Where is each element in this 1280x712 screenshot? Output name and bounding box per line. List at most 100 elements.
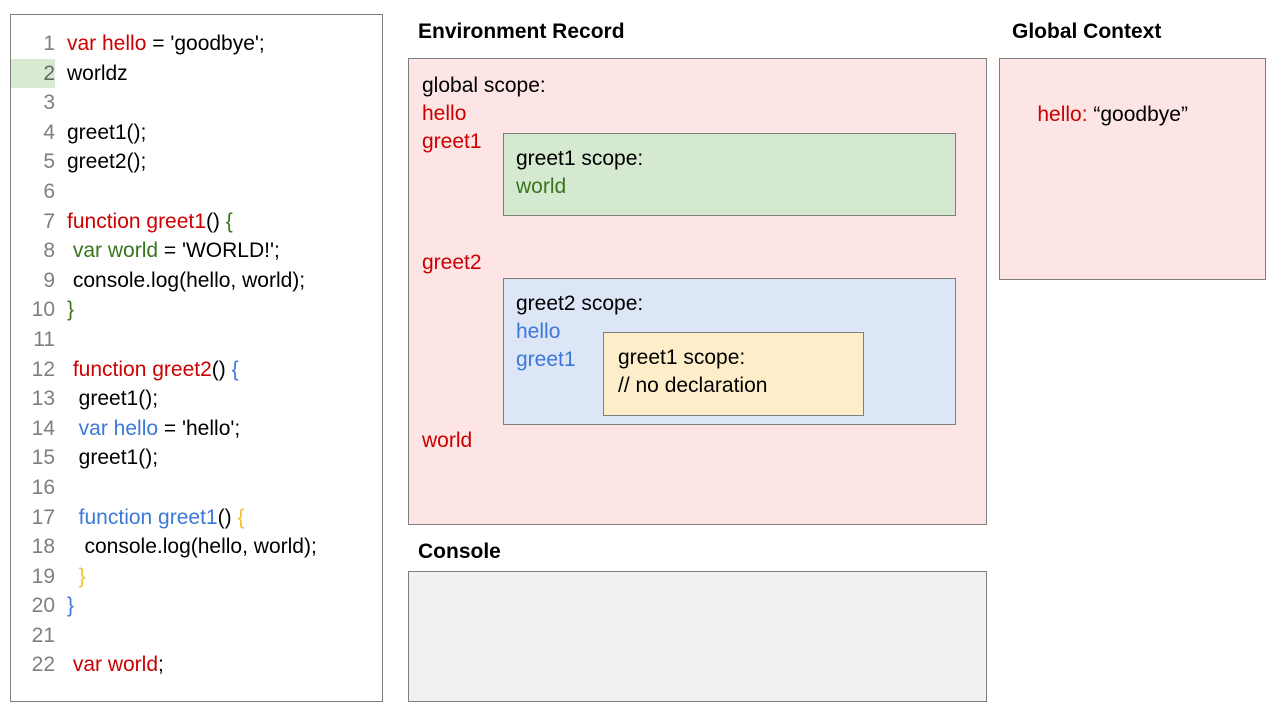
global-context-entry: hello: “goodbye” — [1014, 73, 1188, 157]
global-context-entry-value: “goodbye” — [1087, 103, 1188, 126]
code-line-text: function greet1() { — [55, 503, 245, 533]
code-line-text: var world; — [55, 650, 164, 680]
code-line[interactable]: 15 greet1(); — [11, 443, 382, 473]
code-line-number: 13 — [31, 387, 55, 411]
code-line-number: 20 — [31, 594, 55, 618]
code-line-number: 12 — [31, 357, 55, 381]
code-line-number: 17 — [31, 505, 55, 529]
code-token: = 'WORLD!'; — [158, 239, 280, 263]
code-token: () — [217, 505, 238, 529]
code-line-number: 19 — [31, 564, 55, 588]
code-token: var world — [67, 653, 159, 677]
code-line-text: greet1(); — [55, 118, 146, 148]
code-token: function greet1 — [78, 505, 218, 529]
code-token: () — [205, 209, 226, 233]
code-line-number: 11 — [33, 327, 55, 351]
code-line-number: 9 — [43, 268, 55, 292]
code-line[interactable]: 6 — [11, 177, 382, 207]
code-line-number: 15 — [31, 446, 55, 470]
code-line[interactable]: 22 var world; — [11, 650, 382, 680]
code-line[interactable]: 13 greet1(); — [11, 384, 382, 414]
code-line[interactable]: 16 — [11, 473, 382, 503]
global-scope-var-greet1: greet1 — [422, 130, 482, 153]
code-token: () — [211, 357, 232, 381]
code-token: greet1(); — [67, 387, 159, 411]
code-line-text: } — [55, 562, 86, 592]
code-token: function greet1 — [67, 209, 206, 233]
code-line[interactable]: 21 — [11, 621, 382, 651]
greet1-scope-box: greet1 scope: world — [503, 133, 956, 216]
code-line-text: var hello = 'goodbye'; — [55, 29, 265, 59]
code-line-text: greet1(); — [55, 443, 158, 473]
code-token: } — [78, 564, 86, 588]
global-context-entry-key: hello: — [1037, 103, 1088, 126]
greet2-scope-header: greet2 scope: — [516, 292, 644, 315]
code-token: function greet2 — [67, 357, 212, 381]
code-token: greet2(); — [67, 150, 147, 174]
code-token: } — [67, 298, 75, 322]
code-line-number: 8 — [43, 239, 55, 263]
code-line-text: var hello = 'hello'; — [55, 414, 241, 444]
code-token: = 'goodbye'; — [146, 32, 265, 55]
code-token: var hello — [78, 416, 159, 440]
console-output-box[interactable] — [408, 571, 987, 702]
code-line-text: function greet1() { — [55, 207, 233, 237]
code-line-text: } — [55, 591, 74, 621]
code-line-number: 6 — [43, 179, 55, 203]
code-token: { — [225, 209, 233, 233]
global-scope-var-hello: hello — [422, 102, 467, 125]
code-token: var hello — [67, 32, 147, 55]
code-line[interactable]: 5 greet2(); — [11, 147, 382, 177]
code-line[interactable]: 18 console.log(hello, world); — [11, 532, 382, 562]
code-token: { — [237, 505, 245, 529]
greet1-scope-var-world: world — [516, 175, 567, 198]
code-line-number: 16 — [31, 475, 55, 499]
greet1-inner-scope-box: greet1 scope: // no declaration — [603, 332, 864, 416]
code-line-text: greet1(); — [55, 384, 158, 414]
code-line-text: greet2(); — [55, 147, 146, 177]
global-scope-header: global scope: — [422, 74, 546, 97]
code-line[interactable]: 14 var hello = 'hello'; — [11, 414, 382, 444]
global-scope-var-world: world — [422, 429, 473, 452]
code-line[interactable]: 19 } — [11, 562, 382, 592]
greet2-scope-var-greet1: greet1 — [516, 348, 576, 371]
code-line[interactable]: 12 function greet2() { — [11, 355, 382, 385]
greet1-scope-header: greet1 scope: — [516, 147, 644, 170]
code-line[interactable]: 10} — [11, 295, 382, 325]
code-line[interactable]: 9 console.log(hello, world); — [11, 266, 382, 296]
code-line-number: 1 — [43, 32, 55, 55]
code-token: var world — [72, 239, 159, 263]
code-line[interactable]: 3 — [11, 88, 382, 118]
code-line[interactable]: 8 var world = 'WORLD!'; — [11, 236, 382, 266]
code-line-number: 3 — [43, 91, 55, 115]
global-scope-var-greet2: greet2 — [422, 251, 482, 274]
code-line[interactable]: 11 — [11, 325, 382, 355]
console-title: Console — [418, 540, 501, 563]
environment-record-title: Environment Record — [418, 20, 625, 43]
code-token: } — [67, 594, 75, 618]
code-token: greet1(); — [67, 446, 159, 470]
code-line-text: worldz — [55, 59, 128, 89]
code-line-number: 18 — [31, 535, 55, 559]
greet1-inner-scope-comment: // no declaration — [618, 374, 768, 397]
code-line[interactable]: 17 function greet1() { — [11, 503, 382, 533]
code-token: = 'hello'; — [158, 416, 241, 440]
code-token — [67, 565, 79, 588]
code-line-number: 7 — [43, 209, 55, 233]
greet1-inner-scope-header: greet1 scope: — [618, 346, 746, 369]
code-line-number: 2 — [11, 58, 55, 89]
global-context-title: Global Context — [1012, 20, 1162, 43]
global-scope-box: global scope: hello greet1 greet2 world … — [408, 58, 987, 525]
code-token: console.log(hello, world); — [67, 535, 317, 559]
code-token: { — [231, 357, 239, 381]
code-token — [67, 506, 79, 529]
code-line-text: } — [55, 295, 74, 325]
code-line-number: 10 — [31, 298, 55, 322]
code-line-number: 5 — [43, 150, 55, 174]
code-line[interactable]: 20} — [11, 591, 382, 621]
